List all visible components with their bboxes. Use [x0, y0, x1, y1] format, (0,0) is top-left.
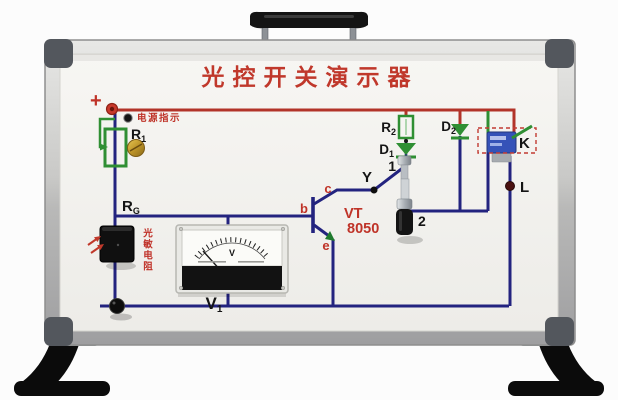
shorting-link	[400, 178, 410, 200]
corner-bracket-icon	[44, 39, 73, 68]
v1-label: V1	[206, 294, 223, 315]
post2-label: 2	[418, 213, 426, 229]
meter-unit-label: V	[229, 248, 235, 258]
corner-bracket-icon	[545, 39, 574, 68]
y-label: Y	[362, 169, 372, 186]
board-title: 光控开关演示器	[201, 64, 419, 90]
resistor-r2	[397, 114, 415, 140]
l-label: L	[520, 179, 529, 196]
transistor-emitter	[313, 223, 330, 238]
photoresistor-label: 光敏电阻	[141, 228, 152, 272]
d2-label: D2	[441, 119, 456, 136]
photoresistor-rg	[87, 225, 136, 270]
base-label: b	[300, 201, 308, 216]
r1-wiper-arrow-icon	[100, 143, 108, 151]
emitter-label: e	[322, 238, 329, 253]
terminal-post-2	[396, 198, 423, 244]
emitter-arrow-icon	[325, 231, 335, 241]
transistor-model-label: 8050	[347, 221, 379, 237]
meter-scale-ticks	[194, 237, 270, 259]
board-panel	[59, 53, 559, 332]
potentiometer-r1	[98, 117, 145, 168]
k-label: K	[519, 135, 530, 152]
r1-label: R1	[131, 126, 146, 144]
voltmeter-v1: V	[175, 224, 289, 297]
power-terminal-positive	[105, 102, 119, 116]
light-arrows-icon	[87, 236, 104, 254]
diode-d2	[451, 124, 469, 140]
rg-label: RG	[122, 198, 140, 216]
r2-label: R2	[381, 120, 396, 137]
terminal-post-negative	[109, 298, 132, 321]
lamp-terminal-l	[505, 181, 515, 191]
relay-k	[477, 124, 537, 163]
plus-label: +	[90, 90, 102, 112]
corner-bracket-icon	[545, 317, 574, 346]
collector-label: c	[324, 181, 331, 196]
relay-switch-arm	[511, 124, 533, 140]
junction-y-dot	[370, 186, 378, 194]
terminal-post-1	[397, 155, 412, 180]
carry-handle	[250, 11, 368, 42]
transistor-type-label: VT	[344, 206, 363, 222]
wire-positive-bus	[112, 108, 516, 132]
wire-collector	[313, 165, 405, 206]
knob-slot-icon	[129, 143, 143, 152]
power-led-icon	[123, 113, 133, 123]
post1-label: 1	[388, 158, 396, 174]
d1-label: D1	[379, 142, 394, 159]
corner-bracket-icon	[44, 317, 73, 346]
relay-dashed-outline	[477, 127, 537, 154]
transistor-vt8050	[311, 197, 335, 241]
power-indicator-label: 电源指示	[137, 112, 181, 124]
circuit-wires	[100, 108, 516, 308]
